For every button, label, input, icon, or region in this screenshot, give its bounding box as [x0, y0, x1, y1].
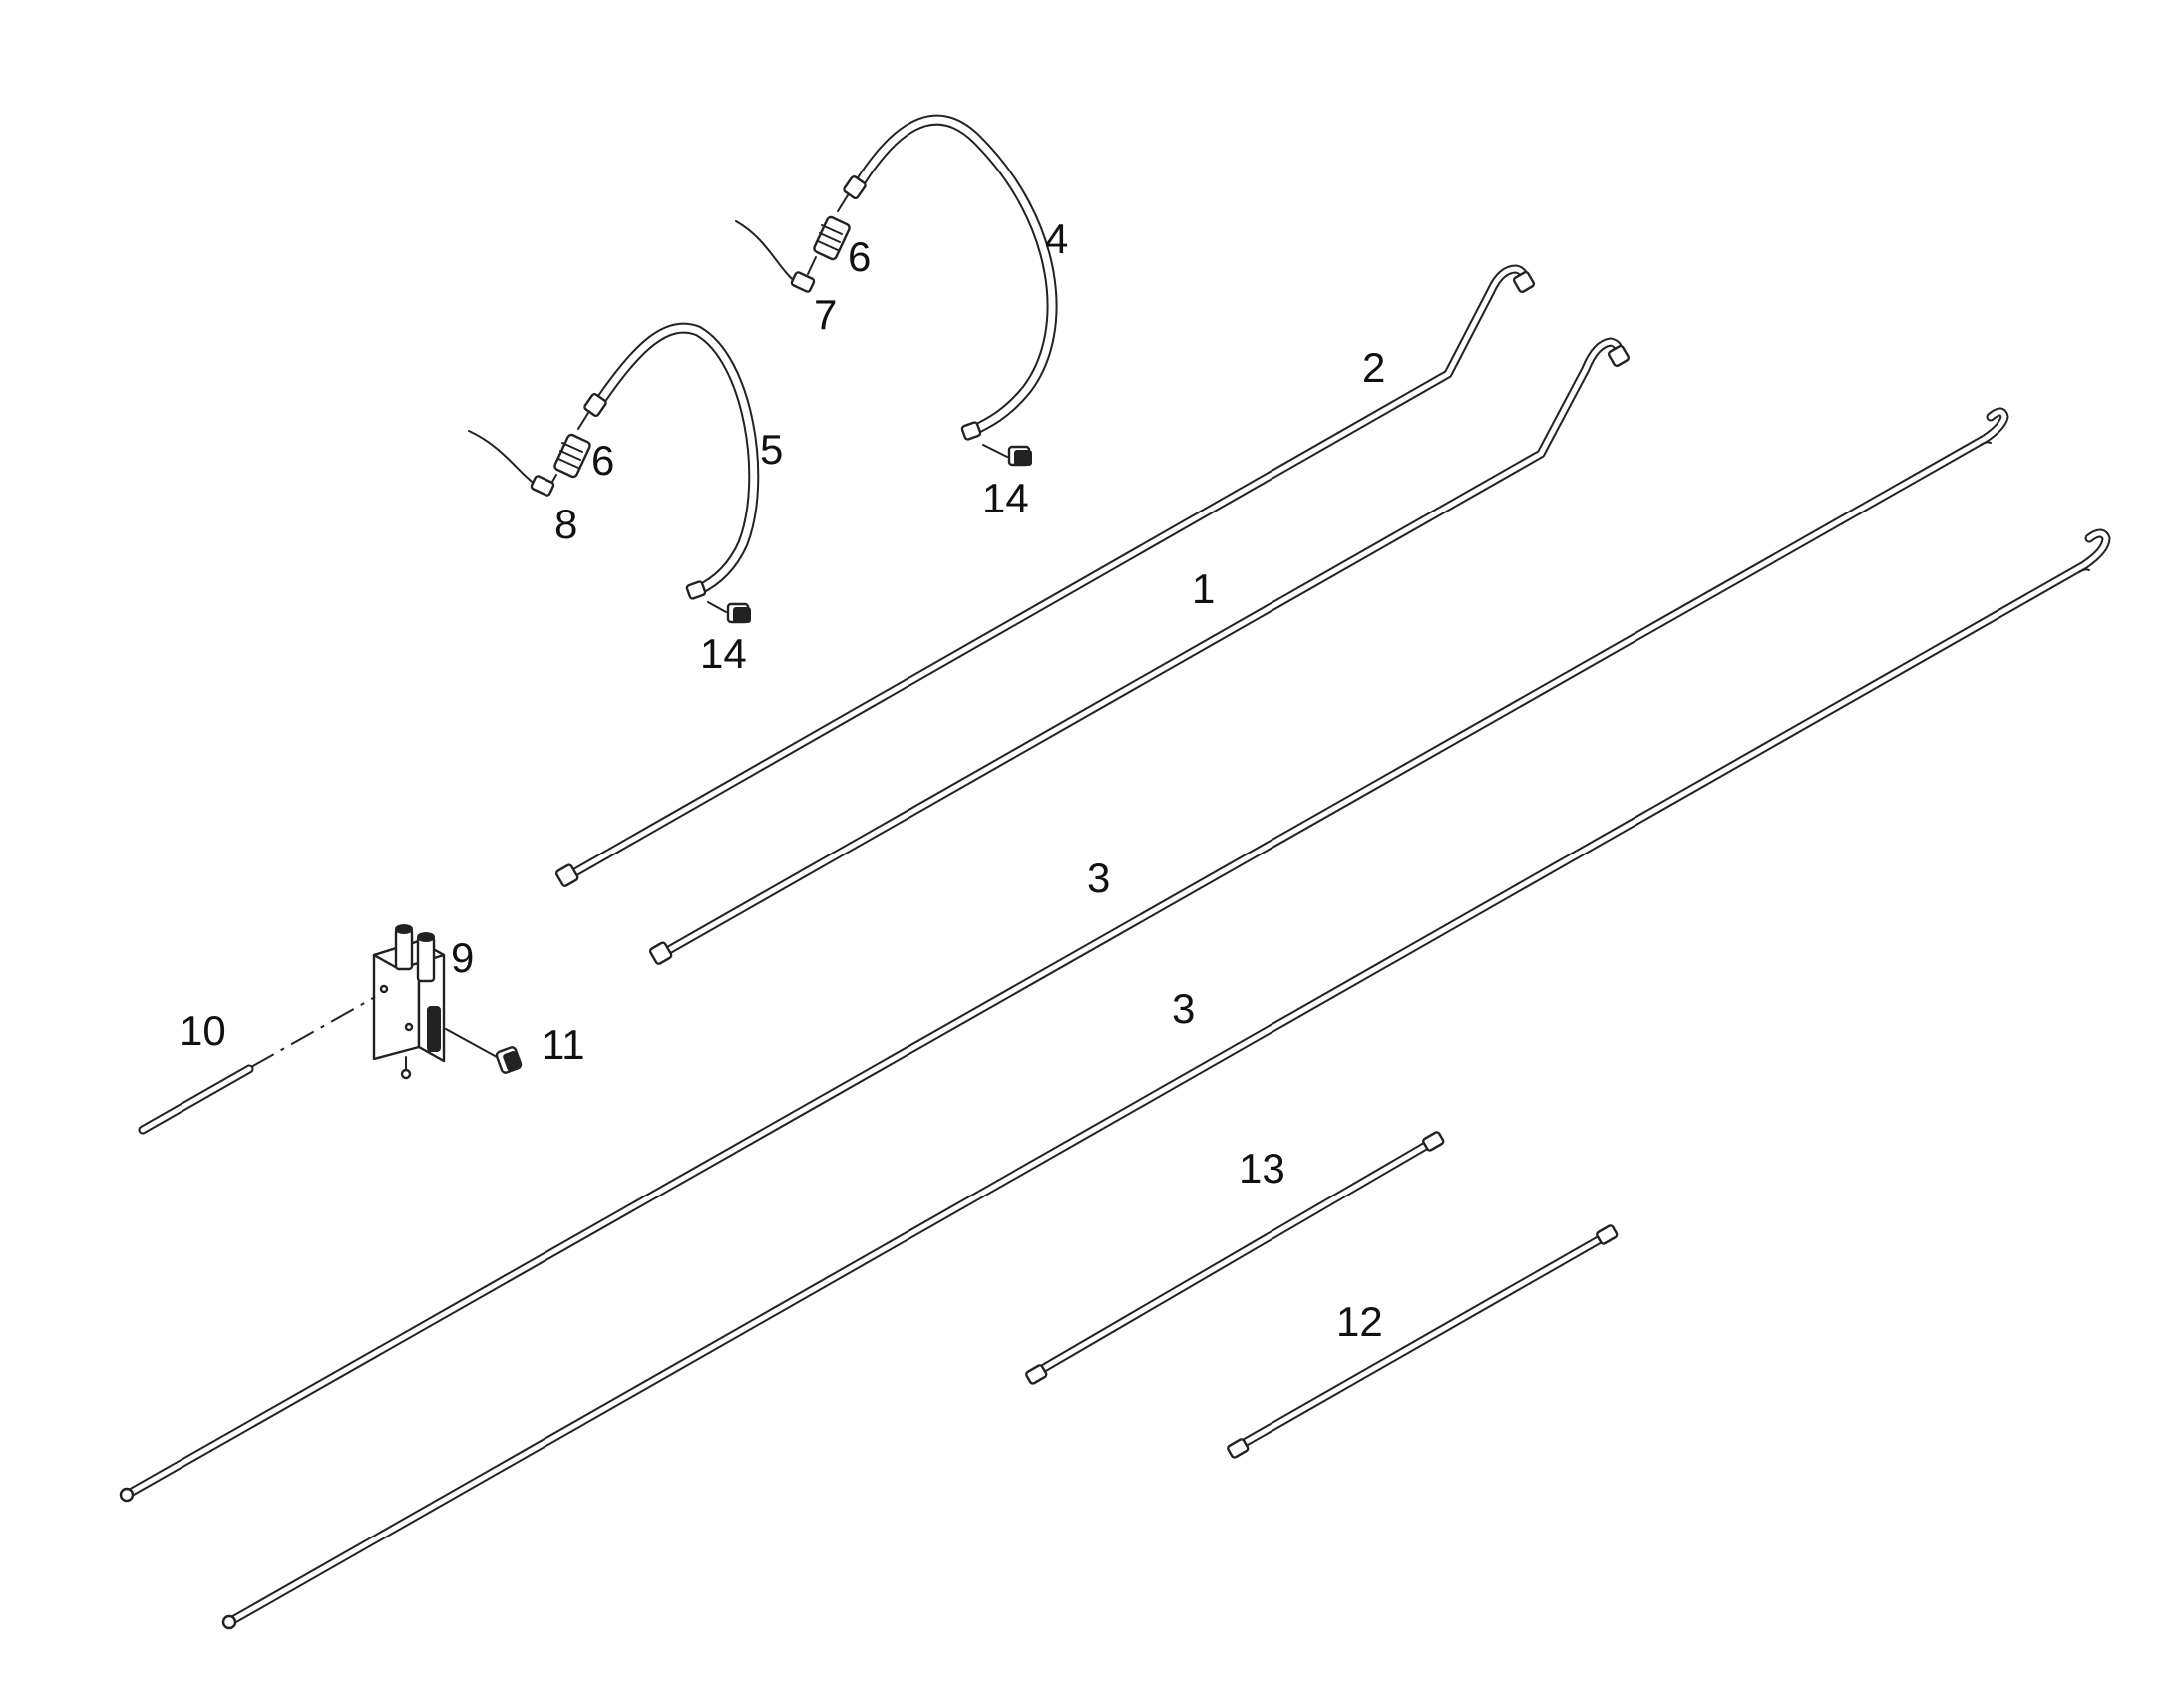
part-6-adapter-upper — [807, 215, 851, 275]
callout-4: 4 — [1045, 215, 1068, 262]
callout-1: 1 — [1192, 565, 1215, 612]
part-12-hose — [1227, 1224, 1619, 1459]
part-9-valve-block — [372, 924, 446, 1080]
callout-14-lower: 14 — [700, 630, 747, 677]
part-3-tube-b — [221, 528, 2111, 1630]
part-3-tube-a — [119, 407, 2009, 1503]
callout-2: 2 — [1362, 344, 1385, 391]
part-7-cable — [735, 220, 816, 293]
part-8-cable — [468, 430, 555, 497]
callout-7: 7 — [814, 291, 837, 338]
callout-10: 10 — [180, 1007, 226, 1054]
part-6-adapter-lower — [547, 433, 591, 490]
callout-3-a: 3 — [1087, 854, 1110, 901]
callout-6-upper: 6 — [848, 233, 871, 280]
part-1-tube — [648, 337, 1631, 965]
callout-14-upper: 14 — [982, 475, 1029, 521]
callout-13: 13 — [1239, 1145, 1285, 1192]
callout-11: 11 — [542, 1021, 585, 1068]
callout-5: 5 — [760, 426, 783, 473]
part-5-hose — [577, 322, 760, 600]
callout-8: 8 — [554, 501, 577, 547]
part-11-plug — [445, 1028, 523, 1074]
callout-6-lower: 6 — [591, 437, 614, 484]
callout-3-b: 3 — [1172, 985, 1195, 1032]
part-14-fitting-upper — [982, 444, 1032, 467]
callout-9: 9 — [451, 934, 474, 981]
part-4-hose — [837, 114, 1058, 441]
part-14-fitting-lower — [707, 601, 751, 624]
callout-labels: 1 2 3 3 4 5 6 6 7 8 9 10 11 12 13 14 14 — [180, 215, 1385, 1345]
part-2-tube — [554, 264, 1536, 887]
callout-12: 12 — [1336, 1298, 1383, 1345]
part-13-hose — [1025, 1131, 1445, 1385]
part-10-rod — [138, 996, 376, 1135]
